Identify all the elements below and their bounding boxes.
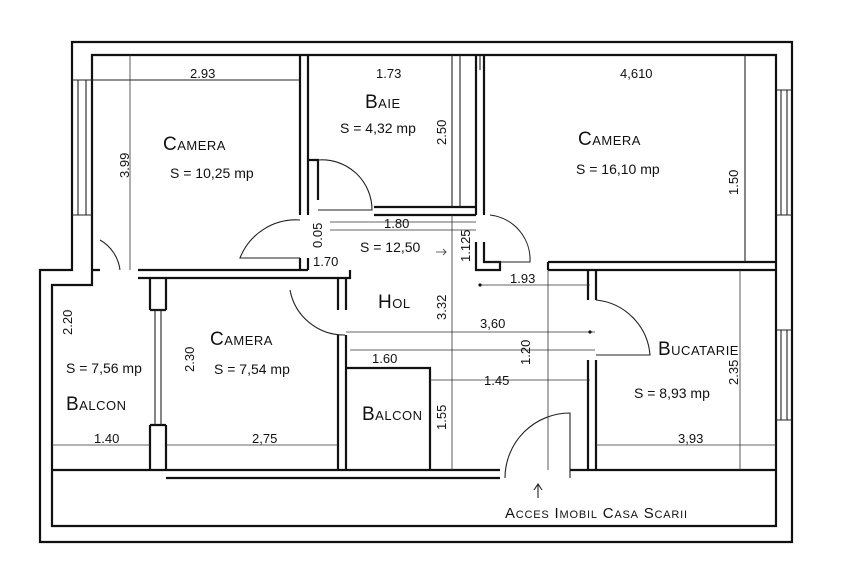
baie-name: Baie — [365, 92, 401, 113]
camera2-width: 4,610 — [620, 66, 653, 81]
hol-dim-1-125: 1.125 — [458, 229, 473, 262]
balcon1-height: 2.20 — [60, 310, 75, 335]
camera1-area: S = 10,25 mp — [170, 165, 254, 181]
baie-width: 1.73 — [376, 66, 401, 81]
camera1-name: Camera — [163, 134, 226, 155]
hol-dim-3-60: 3,60 — [480, 316, 505, 331]
camera1-height: 3.99 — [117, 153, 132, 178]
hol-dim-1-80: 1.80 — [384, 216, 409, 231]
hol-dim-1-70: 1.70 — [313, 254, 338, 269]
dimension-lines — [52, 55, 776, 470]
entrance-caption: Acces Imobil Casa Scarii — [505, 505, 688, 522]
bucatarie-top-dim: 1.93 — [510, 271, 535, 286]
camera3-name: Camera — [210, 329, 273, 350]
outer-walls — [38, 40, 794, 544]
camera3-area: S = 7,54 mp — [214, 361, 290, 377]
bucatarie-width: 3,93 — [678, 431, 703, 446]
camera1-width: 2.93 — [190, 66, 215, 81]
hol-dim-1-60: 1.60 — [372, 351, 397, 366]
baie-height: 2.50 — [434, 120, 449, 145]
bucatarie-height: 2.35 — [726, 360, 741, 385]
balcon1-width: 1.40 — [94, 431, 119, 446]
hol-dim-3-32: 3.32 — [434, 295, 449, 320]
camera2-area: S = 16,10 mp — [576, 161, 660, 177]
doors — [99, 159, 651, 479]
balcon2-name: Balcon — [362, 404, 422, 425]
camera2-name: Camera — [578, 129, 641, 150]
bucatarie-name: Bucatarie — [658, 339, 739, 360]
entrance-arrow — [533, 483, 543, 498]
hol-dim-1-20: 1.20 — [518, 340, 533, 365]
hol-dim-1-55: 1.55 — [434, 405, 449, 430]
balcon1-area: S = 7,56 mp — [66, 360, 142, 376]
windows — [72, 55, 792, 425]
baie-area: S = 4,32 mp — [340, 120, 416, 136]
hol-name: Hol — [378, 292, 411, 313]
hol-area: S = 12,50 — [360, 239, 421, 255]
bucatarie-area: S = 8,93 mp — [634, 385, 710, 401]
hol-dim-0-05: 0.05 — [310, 223, 325, 248]
balcon1-name: Balcon — [66, 394, 126, 415]
hol-dim-1-45: 1.45 — [484, 373, 509, 388]
camera3-width: 2,75 — [252, 431, 277, 446]
camera2-height: 1.50 — [726, 170, 741, 195]
camera3-height: 2.30 — [182, 347, 197, 372]
